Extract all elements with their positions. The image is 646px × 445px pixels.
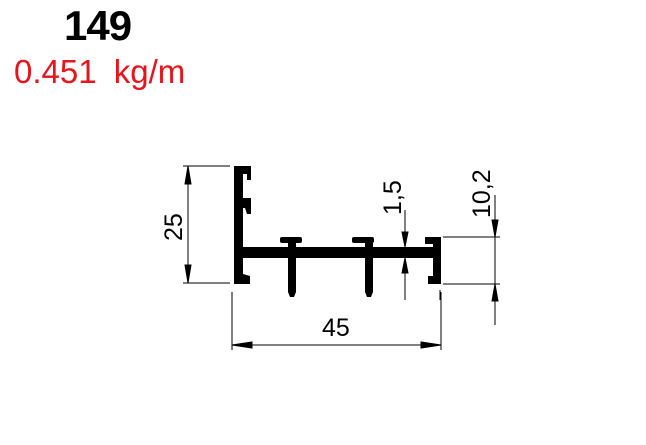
thickness-dimension [401,210,409,300]
cap-height-dimension [439,195,500,325]
width-dimension [231,292,442,350]
cap-height-dimension-label: 10,2 [468,169,496,218]
profile-weight: 0.451 kg/m [14,53,186,90]
thickness-dimension-label: 1,5 [379,180,407,215]
profile-code: 149 [64,2,132,49]
width-dimension-label: 45 [322,314,350,342]
height-dimension [183,165,230,284]
aluminium-profile [234,166,441,297]
height-dimension-label: 25 [160,213,188,241]
